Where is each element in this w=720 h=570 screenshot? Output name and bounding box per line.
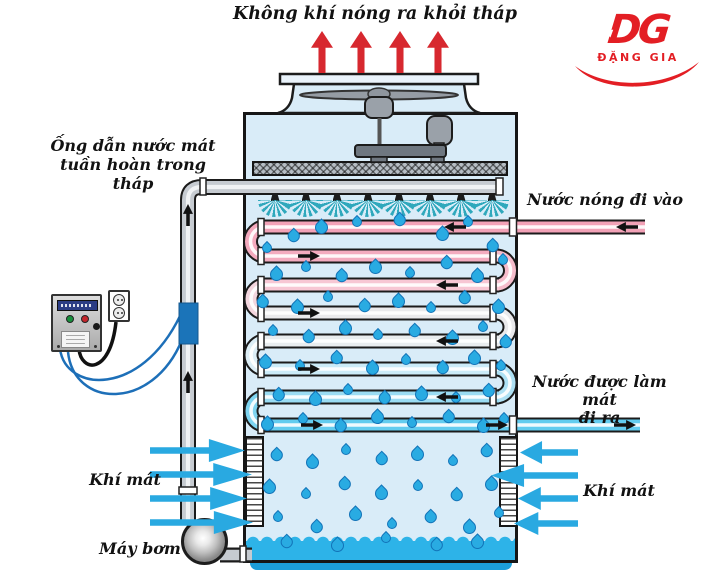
louver-left <box>245 436 264 527</box>
label-cooled-water-out: Nước được làm mát đi ra <box>532 372 667 427</box>
hot-air-arrow <box>350 31 372 73</box>
cool-air-arrow <box>518 487 578 510</box>
logo-swoosh <box>575 62 699 87</box>
hot-air-arrow <box>389 31 411 73</box>
label-cool-air-left: Khí mát <box>89 470 161 489</box>
logo-monogram: DG <box>605 7 671 53</box>
pipe-collar <box>178 486 198 495</box>
screw <box>57 345 60 348</box>
hot-air-arrow <box>311 31 333 73</box>
label-hot-water-in: Nước nóng đi vào <box>526 190 684 209</box>
socket-hole <box>113 307 125 319</box>
cool-air-arrow <box>520 441 578 464</box>
controller-nameplate <box>57 300 98 311</box>
label-pump: Máy bơm <box>99 539 181 558</box>
fan-hub <box>367 87 391 101</box>
cool-air-arrow <box>514 512 578 535</box>
diagram-title: Không khí nóng ra khỏi tháp <box>233 4 517 24</box>
green-led <box>66 315 74 323</box>
controller-spec-label <box>61 331 90 348</box>
logo-name: ĐẶNG GIA <box>597 51 679 64</box>
fan-blade <box>299 89 459 101</box>
fan-lip <box>278 72 480 86</box>
dang-gia-logo: DG ĐẶNG GIA <box>575 7 699 96</box>
basin-base <box>250 562 512 570</box>
flow-arrow <box>183 371 193 393</box>
pump-sensor-band <box>178 302 199 345</box>
power-outlet <box>108 290 130 322</box>
hot-air-arrow <box>427 31 449 73</box>
controller-box <box>51 294 102 352</box>
label-circulation: Ống dẫn nước mát tuần hoàn trong tháp <box>50 136 216 193</box>
fan-housing <box>277 82 481 115</box>
label-cool-air-right: Khí mát <box>583 481 655 500</box>
controller-knob <box>93 323 100 330</box>
socket-hole <box>113 294 125 306</box>
screw <box>94 345 97 348</box>
flow-arrow <box>183 204 193 226</box>
cool-air-arrow <box>150 439 245 462</box>
red-led <box>81 315 89 323</box>
cool-air-arrow <box>150 487 247 510</box>
flow-arrow <box>616 222 638 232</box>
